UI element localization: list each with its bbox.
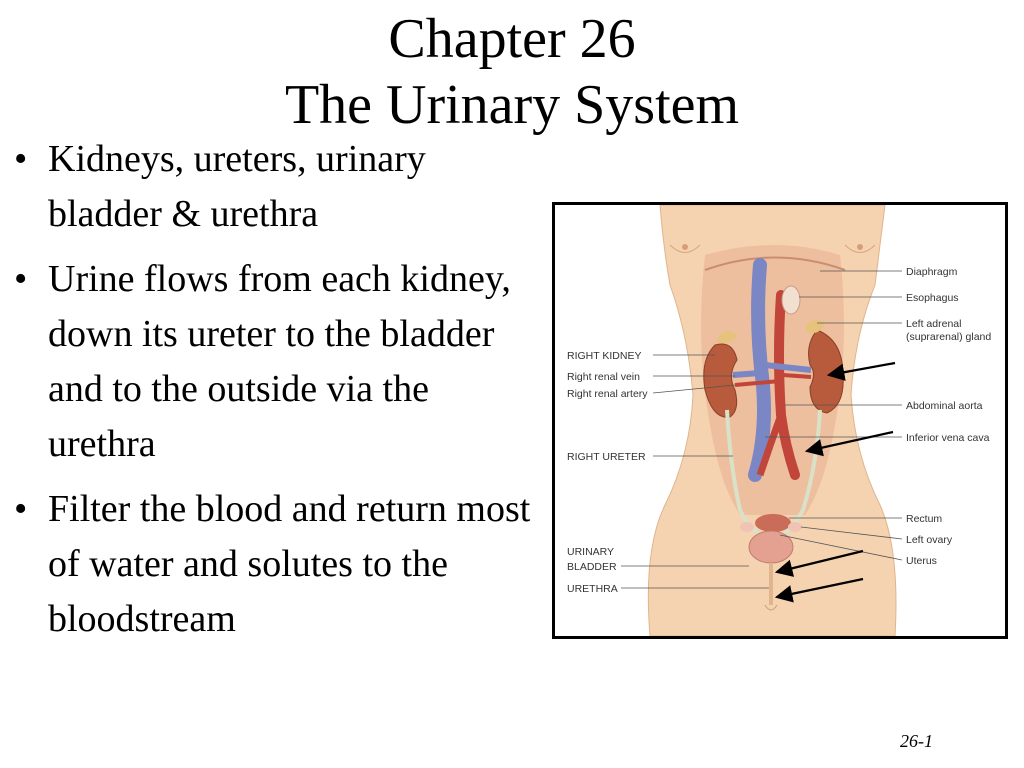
- right-renal-vein: [732, 370, 761, 378]
- right-adrenal-gland: [717, 331, 737, 344]
- label-right-renal-vein: Right renal vein: [567, 371, 640, 383]
- abdominal-aorta: [774, 290, 800, 480]
- bullet-list: • Kidneys, ureters, urinary bladder & ur…: [14, 132, 534, 657]
- label-diaphragm: Diaphragm: [906, 266, 958, 278]
- bullet-text: Filter the blood and return most of wate…: [48, 488, 531, 640]
- left-nipple-icon: [682, 244, 688, 250]
- bullet-symbol: •: [14, 138, 28, 180]
- label-right-renal-artery: Right renal artery: [567, 388, 648, 400]
- bullet-symbol: •: [14, 488, 28, 530]
- right-renal-artery: [734, 379, 781, 387]
- slide-title: Chapter 26 The Urinary System: [0, 6, 1024, 138]
- label-left-adrenal: Left adrenal: [906, 318, 961, 330]
- label-left-adrenal-2: (suprarenal) gland: [906, 331, 991, 343]
- arrow-left-kidney: [826, 361, 896, 381]
- bullet-text: Kidneys, ureters, urinary bladder & uret…: [48, 138, 426, 235]
- right-ovary: [740, 522, 754, 532]
- rectum: [755, 514, 791, 532]
- left-renal-vein: [764, 362, 812, 373]
- urinary-system-figure: Diaphragm Esophagus Left adrenal (suprar…: [552, 202, 1008, 639]
- esophagus: [781, 285, 801, 315]
- label-uterus: Uterus: [906, 555, 937, 567]
- label-rectum: Rectum: [906, 513, 942, 525]
- right-kidney: [703, 343, 738, 418]
- label-bladder: BLADDER: [567, 561, 617, 573]
- right-nipple-icon: [857, 244, 863, 250]
- arrow-bladder: [774, 549, 864, 577]
- title-line-1: Chapter 26: [388, 8, 636, 70]
- title-line-2: The Urinary System: [284, 74, 740, 136]
- bullet-item: • Filter the blood and return most of wa…: [14, 482, 534, 647]
- bullet-text: Urine flows from each kidney, down its u…: [48, 258, 511, 465]
- label-urinary: URINARY: [567, 546, 614, 558]
- label-left-ovary: Left ovary: [906, 534, 953, 546]
- arrow-urethra: [774, 577, 864, 603]
- bullet-symbol: •: [14, 258, 28, 300]
- bullet-item: • Kidneys, ureters, urinary bladder & ur…: [14, 132, 534, 242]
- left-ovary: [788, 522, 802, 532]
- label-inferior-vena-cava: Inferior vena cava: [906, 432, 990, 444]
- label-abdominal-aorta: Abdominal aorta: [906, 400, 983, 412]
- anatomy-illustration: Diaphragm Esophagus Left adrenal (suprar…: [567, 205, 991, 636]
- label-urethra: URETHRA: [567, 583, 618, 595]
- inferior-vena-cava: [748, 258, 771, 482]
- bullet-item: • Urine flows from each kidney, down its…: [14, 252, 534, 472]
- urinary-bladder: [748, 530, 794, 564]
- left-renal-artery: [782, 373, 812, 379]
- arrow-ureter: [804, 430, 894, 457]
- label-esophagus: Esophagus: [906, 292, 959, 304]
- label-right-ureter: RIGHT URETER: [567, 451, 646, 463]
- label-right-kidney: RIGHT KIDNEY: [567, 350, 641, 362]
- slide-number: 26-1: [900, 731, 933, 751]
